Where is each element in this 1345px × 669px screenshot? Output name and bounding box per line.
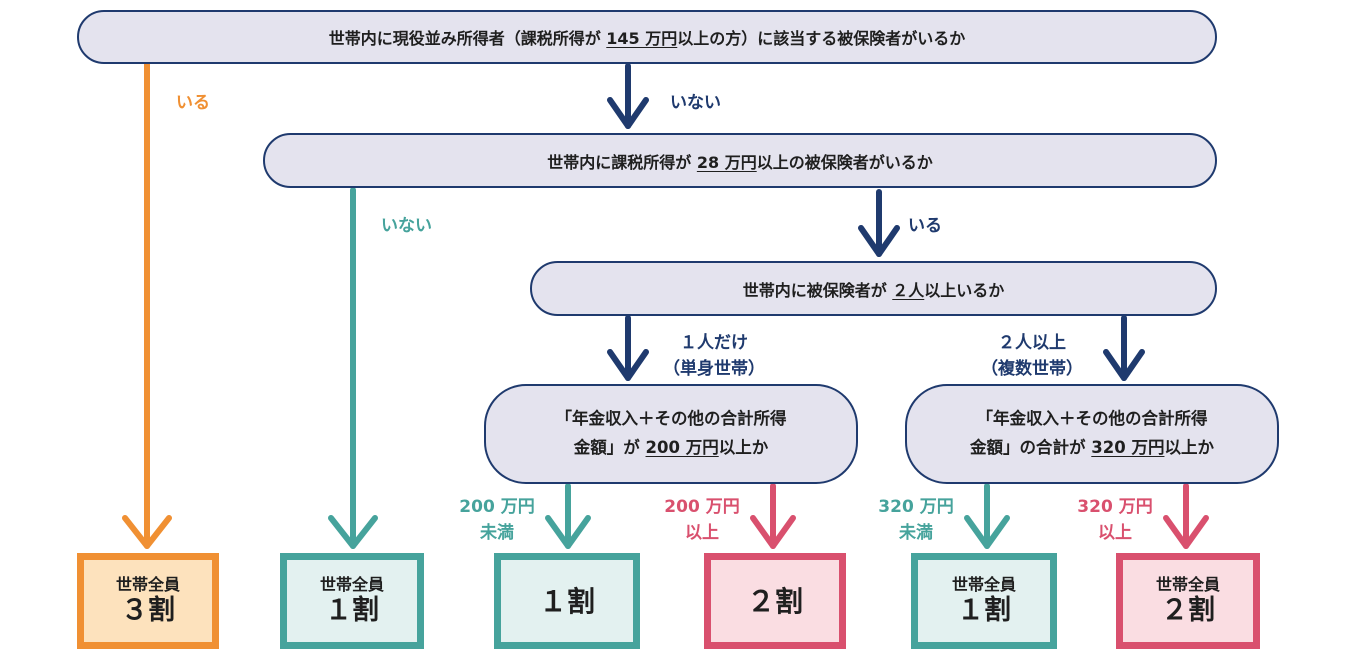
- q3-post: 以上いるか: [924, 280, 1005, 300]
- result-r3-val: １割: [538, 584, 595, 618]
- result-r3: １割: [494, 553, 640, 649]
- q4-line2-pre: 金額」が: [573, 438, 646, 457]
- arrow-q1-yes: [122, 59, 172, 549]
- result-r1-val: ３割: [121, 594, 175, 626]
- result-r4: ２割: [704, 553, 846, 649]
- q3-pre: 世帯内に被保険者が: [742, 280, 893, 300]
- arrow-q4-over: [750, 483, 796, 549]
- result-r2: 世帯全員 １割: [280, 553, 424, 649]
- q3-amount: ２人: [892, 280, 925, 300]
- q4-line2: 金額」が 200 万円以上か: [556, 434, 787, 463]
- question-q2-text: 世帯内に課税所得が 28 万円以上の被保険者がいるか: [547, 149, 932, 173]
- arrow-q5-under: [964, 483, 1010, 549]
- label-under-320: 320 万円 未満: [866, 494, 966, 547]
- q1-amount: 145 万円: [606, 29, 678, 48]
- arrow-q3-single: [607, 315, 649, 381]
- label-over-200: 200 万円 以上: [652, 494, 752, 547]
- label-q1-no: いない: [670, 93, 721, 113]
- q5-line2-post: 以上か: [1164, 438, 1214, 457]
- q4-line2-post: 以上か: [718, 438, 769, 457]
- arrow-q4-under: [545, 483, 591, 549]
- result-r5-val: １割: [957, 594, 1011, 626]
- result-r2-sub: 世帯全員: [319, 574, 384, 594]
- result-r5: 世帯全員 １割: [911, 553, 1057, 649]
- question-q5-text: 「年金収入＋その他の合計所得 金額」の合計が 320 万円以上か: [970, 405, 1214, 463]
- label-multi-line2: （複数世帯）: [981, 359, 1083, 380]
- result-r1-sub: 世帯全員: [115, 574, 180, 594]
- label-q2-yes: いる: [908, 216, 942, 236]
- q1-pre: 世帯内に現役並み所得者（課税所得が: [328, 29, 607, 48]
- result-r1: 世帯全員 ３割: [77, 553, 219, 649]
- q2-pre: 世帯内に課税所得が: [547, 152, 697, 172]
- label-single-line1: １人だけ: [680, 333, 748, 353]
- label-under-200: 200 万円 未満: [447, 494, 547, 547]
- label-over-320-line1: 320 万円: [1077, 497, 1153, 517]
- question-q5: 「年金収入＋その他の合計所得 金額」の合計が 320 万円以上か: [905, 384, 1279, 484]
- q5-amount: 320 万円: [1091, 438, 1165, 457]
- label-q1-yes: いる: [176, 93, 210, 113]
- q5-line2-pre: 金額」の合計が: [970, 438, 1092, 457]
- question-q3-text: 世帯内に被保険者が ２人以上いるか: [743, 277, 1005, 301]
- label-single: １人だけ （単身世帯）: [650, 330, 778, 383]
- label-q2-no: いない: [381, 216, 432, 236]
- label-over-200-line2: 以上: [685, 523, 719, 544]
- label-multi-line1: ２人以上: [998, 333, 1066, 353]
- label-under-200-line1: 200 万円: [459, 497, 535, 517]
- q5-line1: 「年金収入＋その他の合計所得: [976, 409, 1208, 429]
- label-over-320-line2: 以上: [1098, 523, 1132, 544]
- arrow-q5-over: [1163, 483, 1209, 549]
- q1-post: 以上の方）に該当する被保険者がいるか: [677, 29, 966, 48]
- question-q1: 世帯内に現役並み所得者（課税所得が 145 万円以上の方）に該当する被保険者がい…: [77, 10, 1217, 64]
- question-q4-text: 「年金収入＋その他の合計所得 金額」が 200 万円以上か: [556, 405, 787, 463]
- label-over-200-line1: 200 万円: [664, 497, 740, 517]
- q4-amount: 200 万円: [645, 438, 719, 457]
- q2-amount: 28 万円: [696, 152, 757, 172]
- arrow-q2-yes: [858, 189, 900, 257]
- q4-line1: 「年金収入＋その他の合計所得: [555, 409, 787, 429]
- arrow-q2-no: [328, 187, 378, 549]
- result-r6-val: ２割: [1161, 594, 1215, 626]
- arrow-q3-multi: [1103, 315, 1145, 381]
- label-multi: ２人以上 （複数世帯）: [968, 330, 1096, 383]
- question-q3: 世帯内に被保険者が ２人以上いるか: [530, 261, 1217, 316]
- label-under-320-line1: 320 万円: [878, 497, 954, 517]
- q5-line2: 金額」の合計が 320 万円以上か: [970, 434, 1214, 463]
- arrow-q1-no: [607, 63, 649, 129]
- question-q2: 世帯内に課税所得が 28 万円以上の被保険者がいるか: [263, 133, 1217, 188]
- label-under-200-line2: 未満: [480, 523, 514, 544]
- q2-post: 以上の被保険者がいるか: [756, 152, 933, 172]
- label-single-line2: （単身世帯）: [663, 359, 765, 380]
- result-r2-val: １割: [325, 594, 379, 626]
- label-under-320-line2: 未満: [899, 523, 933, 544]
- result-r6: 世帯全員 ２割: [1116, 553, 1260, 649]
- result-r4-val: ２割: [746, 584, 803, 618]
- label-over-320: 320 万円 以上: [1065, 494, 1165, 547]
- question-q4: 「年金収入＋その他の合計所得 金額」が 200 万円以上か: [484, 384, 858, 484]
- question-q1-text: 世帯内に現役並み所得者（課税所得が 145 万円以上の方）に該当する被保険者がい…: [329, 25, 966, 49]
- result-r6-sub: 世帯全員: [1155, 574, 1220, 594]
- result-r5-sub: 世帯全員: [951, 574, 1016, 594]
